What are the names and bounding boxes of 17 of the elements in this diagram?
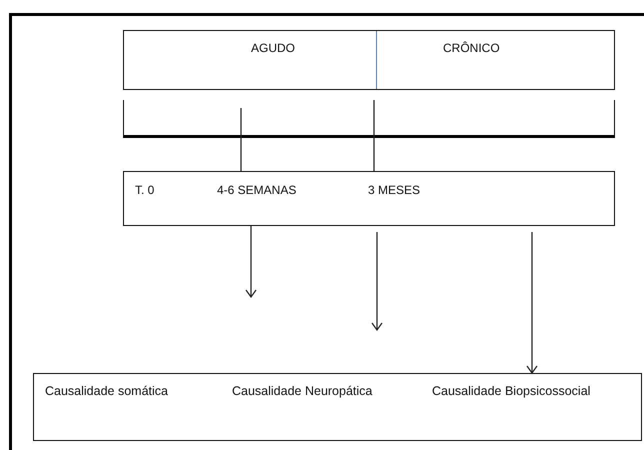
timeline-bracket [123, 100, 615, 138]
arrow [245, 226, 257, 298]
box-label: T. 0 [135, 183, 154, 197]
box-label: Causalidade Neuropática [232, 384, 372, 398]
connector-line [373, 100, 375, 171]
arrow [371, 232, 383, 331]
box-label: 3 MESES [368, 183, 420, 197]
causality-box [33, 373, 642, 441]
box-label: AGUDO [251, 41, 296, 55]
timeline-box [123, 171, 615, 226]
arrow [526, 232, 538, 374]
category-box [123, 30, 615, 90]
box-label: Causalidade somática [45, 384, 168, 398]
box-label: CRÔNICO [443, 41, 500, 55]
connector-line [240, 108, 242, 171]
box-label: 4-6 SEMANAS [217, 183, 296, 197]
box-label: Causalidade Biopsicossocial [432, 384, 590, 398]
